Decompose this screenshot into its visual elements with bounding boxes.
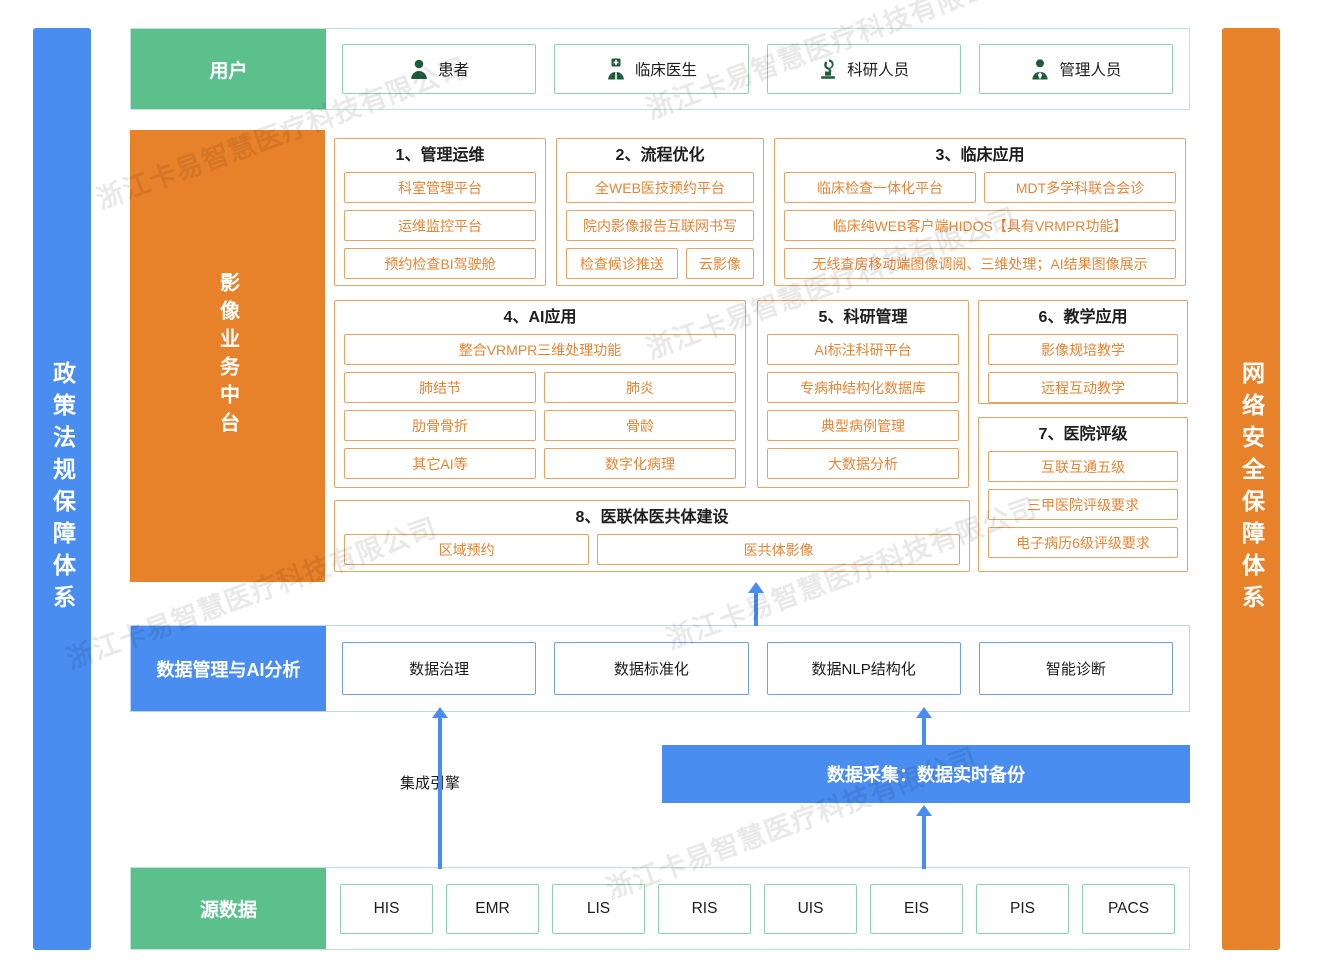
section-item[interactable]: 肺炎 bbox=[544, 372, 736, 404]
source-data-item[interactable]: UIS bbox=[764, 883, 857, 934]
section-hospital-rating: 7、医院评级 互联互通五级 三甲医院评级要求 电子病历6级评级要求 bbox=[978, 417, 1188, 572]
data-collection-bar: 数据采集：数据实时备份 bbox=[662, 745, 1190, 803]
source-data-item[interactable]: HIS bbox=[340, 883, 433, 934]
users-row-label: 用户 bbox=[131, 29, 326, 109]
arrow-up-integration-engine bbox=[432, 707, 448, 869]
source-data-row-label: 源数据 bbox=[131, 868, 326, 949]
section-title: 3、临床应用 bbox=[935, 147, 1025, 164]
section-title: 1、管理运维 bbox=[395, 147, 485, 164]
source-data-row: 源数据 HIS EMR LIS RIS UIS EIS PIS PACS bbox=[130, 867, 1190, 950]
section-item[interactable]: 预约检查BI驾驶舱 bbox=[344, 248, 536, 280]
source-data-item[interactable]: PIS bbox=[976, 883, 1069, 934]
section-title: 7、医院评级 bbox=[1038, 426, 1128, 443]
user-label: 管理人员 bbox=[1059, 62, 1122, 79]
section-item[interactable]: 医共体影像 bbox=[597, 534, 960, 566]
user-box-clinician[interactable]: 临床医生 bbox=[554, 44, 749, 94]
section-item[interactable]: 运维监控平台 bbox=[344, 210, 536, 242]
user-label: 科研人员 bbox=[847, 62, 910, 79]
section-medical-alliance: 8、医联体医共体建设 区域预约 医共体影像 bbox=[334, 500, 970, 572]
section-title: 2、流程优化 bbox=[615, 147, 705, 164]
section-title: 8、医联体医共体建设 bbox=[575, 509, 729, 526]
section-title: 6、教学应用 bbox=[1038, 309, 1128, 326]
user-box-researcher[interactable]: 科研人员 bbox=[766, 44, 961, 94]
patient-icon bbox=[409, 58, 429, 80]
section-item[interactable]: 肺结节 bbox=[344, 372, 536, 404]
arrow-up-collection-to-management bbox=[916, 707, 932, 747]
section-ai-application: 4、AI应用 整合VRMPR三维处理功能 肺结节 肺炎 肋骨骨折 骨龄 其它AI… bbox=[334, 300, 746, 488]
data-management-item[interactable]: 数据治理 bbox=[342, 642, 537, 695]
data-management-item[interactable]: 数据NLP结构化 bbox=[766, 642, 961, 695]
policy-pillar-label: 政策法规保障体系 bbox=[49, 361, 76, 617]
business-platform-label-block: 影像业务中台 bbox=[130, 130, 325, 582]
source-data-item[interactable]: RIS bbox=[658, 883, 751, 934]
section-research-management: 5、科研管理 AI标注科研平台 专病种结构化数据库 典型病例管理 大数据分析 bbox=[757, 300, 969, 488]
section-teaching-application: 6、教学应用 影像规培教学 远程互动教学 bbox=[978, 300, 1188, 404]
section-title: 4、AI应用 bbox=[503, 309, 577, 326]
section-item[interactable]: 互联互通五级 bbox=[988, 451, 1178, 483]
section-item[interactable]: 区域预约 bbox=[344, 534, 590, 566]
section-item[interactable]: 骨龄 bbox=[544, 410, 736, 442]
arrow-up-to-alliance bbox=[748, 582, 764, 626]
section-item[interactable]: 云影像 bbox=[685, 248, 754, 280]
section-item[interactable]: 三甲医院评级要求 bbox=[988, 489, 1178, 521]
integration-engine-label: 集成引擎 bbox=[400, 775, 461, 792]
microscope-icon bbox=[818, 58, 838, 80]
section-clinical-application: 3、临床应用 临床检查一体化平台 MDT多学科联合会诊 临床纯WEB客户端HID… bbox=[774, 138, 1186, 286]
section-item[interactable]: 其它AI等 bbox=[344, 448, 536, 480]
arrow-up-source-to-collection bbox=[916, 805, 932, 869]
section-item[interactable]: 专病种结构化数据库 bbox=[767, 372, 959, 404]
source-data-item[interactable]: PACS bbox=[1082, 883, 1175, 934]
section-item[interactable]: MDT多学科联合会诊 bbox=[984, 172, 1176, 204]
section-item[interactable]: 无线查房移动端图像调阅、三维处理；AI结果图像展示 bbox=[784, 248, 1176, 280]
data-management-item[interactable]: 数据标准化 bbox=[554, 642, 749, 695]
section-item[interactable]: 院内影像报告互联网书写 bbox=[566, 210, 754, 242]
data-management-row-label: 数据管理与AI分析 bbox=[131, 626, 326, 711]
section-item[interactable]: 电子病历6级评级要求 bbox=[988, 527, 1178, 559]
doctor-icon bbox=[606, 58, 626, 80]
user-label: 患者 bbox=[438, 62, 470, 79]
manager-icon bbox=[1030, 58, 1050, 80]
user-box-patient[interactable]: 患者 bbox=[342, 44, 537, 94]
section-item[interactable]: 检查候诊推送 bbox=[566, 248, 678, 280]
data-management-row: 数据管理与AI分析 数据治理 数据标准化 数据NLP结构化 智能诊断 bbox=[130, 625, 1190, 712]
section-management-ops: 1、管理运维 科室管理平台 运维监控平台 预约检查BI驾驶舱 bbox=[334, 138, 546, 286]
security-pillar: 网络安全保障体系 bbox=[1222, 28, 1280, 950]
section-item[interactable]: 全WEB医技预约平台 bbox=[566, 172, 754, 204]
policy-pillar: 政策法规保障体系 bbox=[33, 28, 91, 950]
section-item[interactable]: 临床检查一体化平台 bbox=[784, 172, 976, 204]
section-item[interactable]: 科室管理平台 bbox=[344, 172, 536, 204]
source-data-item[interactable]: LIS bbox=[552, 883, 645, 934]
source-data-item-list: HIS EMR LIS RIS UIS EIS PIS PACS bbox=[326, 868, 1189, 949]
section-item[interactable]: 肋骨骨折 bbox=[344, 410, 536, 442]
section-item[interactable]: 整合VRMPR三维处理功能 bbox=[344, 334, 736, 366]
section-item[interactable]: 数字化病理 bbox=[544, 448, 736, 480]
data-management-item[interactable]: 智能诊断 bbox=[978, 642, 1173, 695]
section-process-optimization: 2、流程优化 全WEB医技预约平台 院内影像报告互联网书写 检查候诊推送 云影像 bbox=[556, 138, 764, 286]
user-label: 临床医生 bbox=[634, 62, 697, 79]
data-management-item-list: 数据治理 数据标准化 数据NLP结构化 智能诊断 bbox=[326, 626, 1189, 711]
section-item[interactable]: 临床纯WEB客户端HIDOS【具有VRMPR功能】 bbox=[784, 210, 1176, 242]
security-pillar-label: 网络安全保障体系 bbox=[1238, 361, 1265, 617]
user-box-manager[interactable]: 管理人员 bbox=[978, 44, 1173, 94]
source-data-item[interactable]: EIS bbox=[870, 883, 963, 934]
business-platform-label: 影像业务中台 bbox=[216, 272, 239, 440]
section-item[interactable]: 典型病例管理 bbox=[767, 410, 959, 442]
users-row: 用户 患者 临床医生 科研人员 bbox=[130, 28, 1190, 110]
section-title: 5、科研管理 bbox=[818, 309, 908, 326]
users-item-list: 患者 临床医生 科研人员 管理人员 bbox=[326, 29, 1189, 109]
section-item[interactable]: 远程互动教学 bbox=[988, 372, 1178, 404]
section-item[interactable]: 大数据分析 bbox=[767, 448, 959, 480]
section-item[interactable]: AI标注科研平台 bbox=[767, 334, 959, 366]
section-item[interactable]: 影像规培教学 bbox=[988, 334, 1178, 366]
source-data-item[interactable]: EMR bbox=[446, 883, 539, 934]
